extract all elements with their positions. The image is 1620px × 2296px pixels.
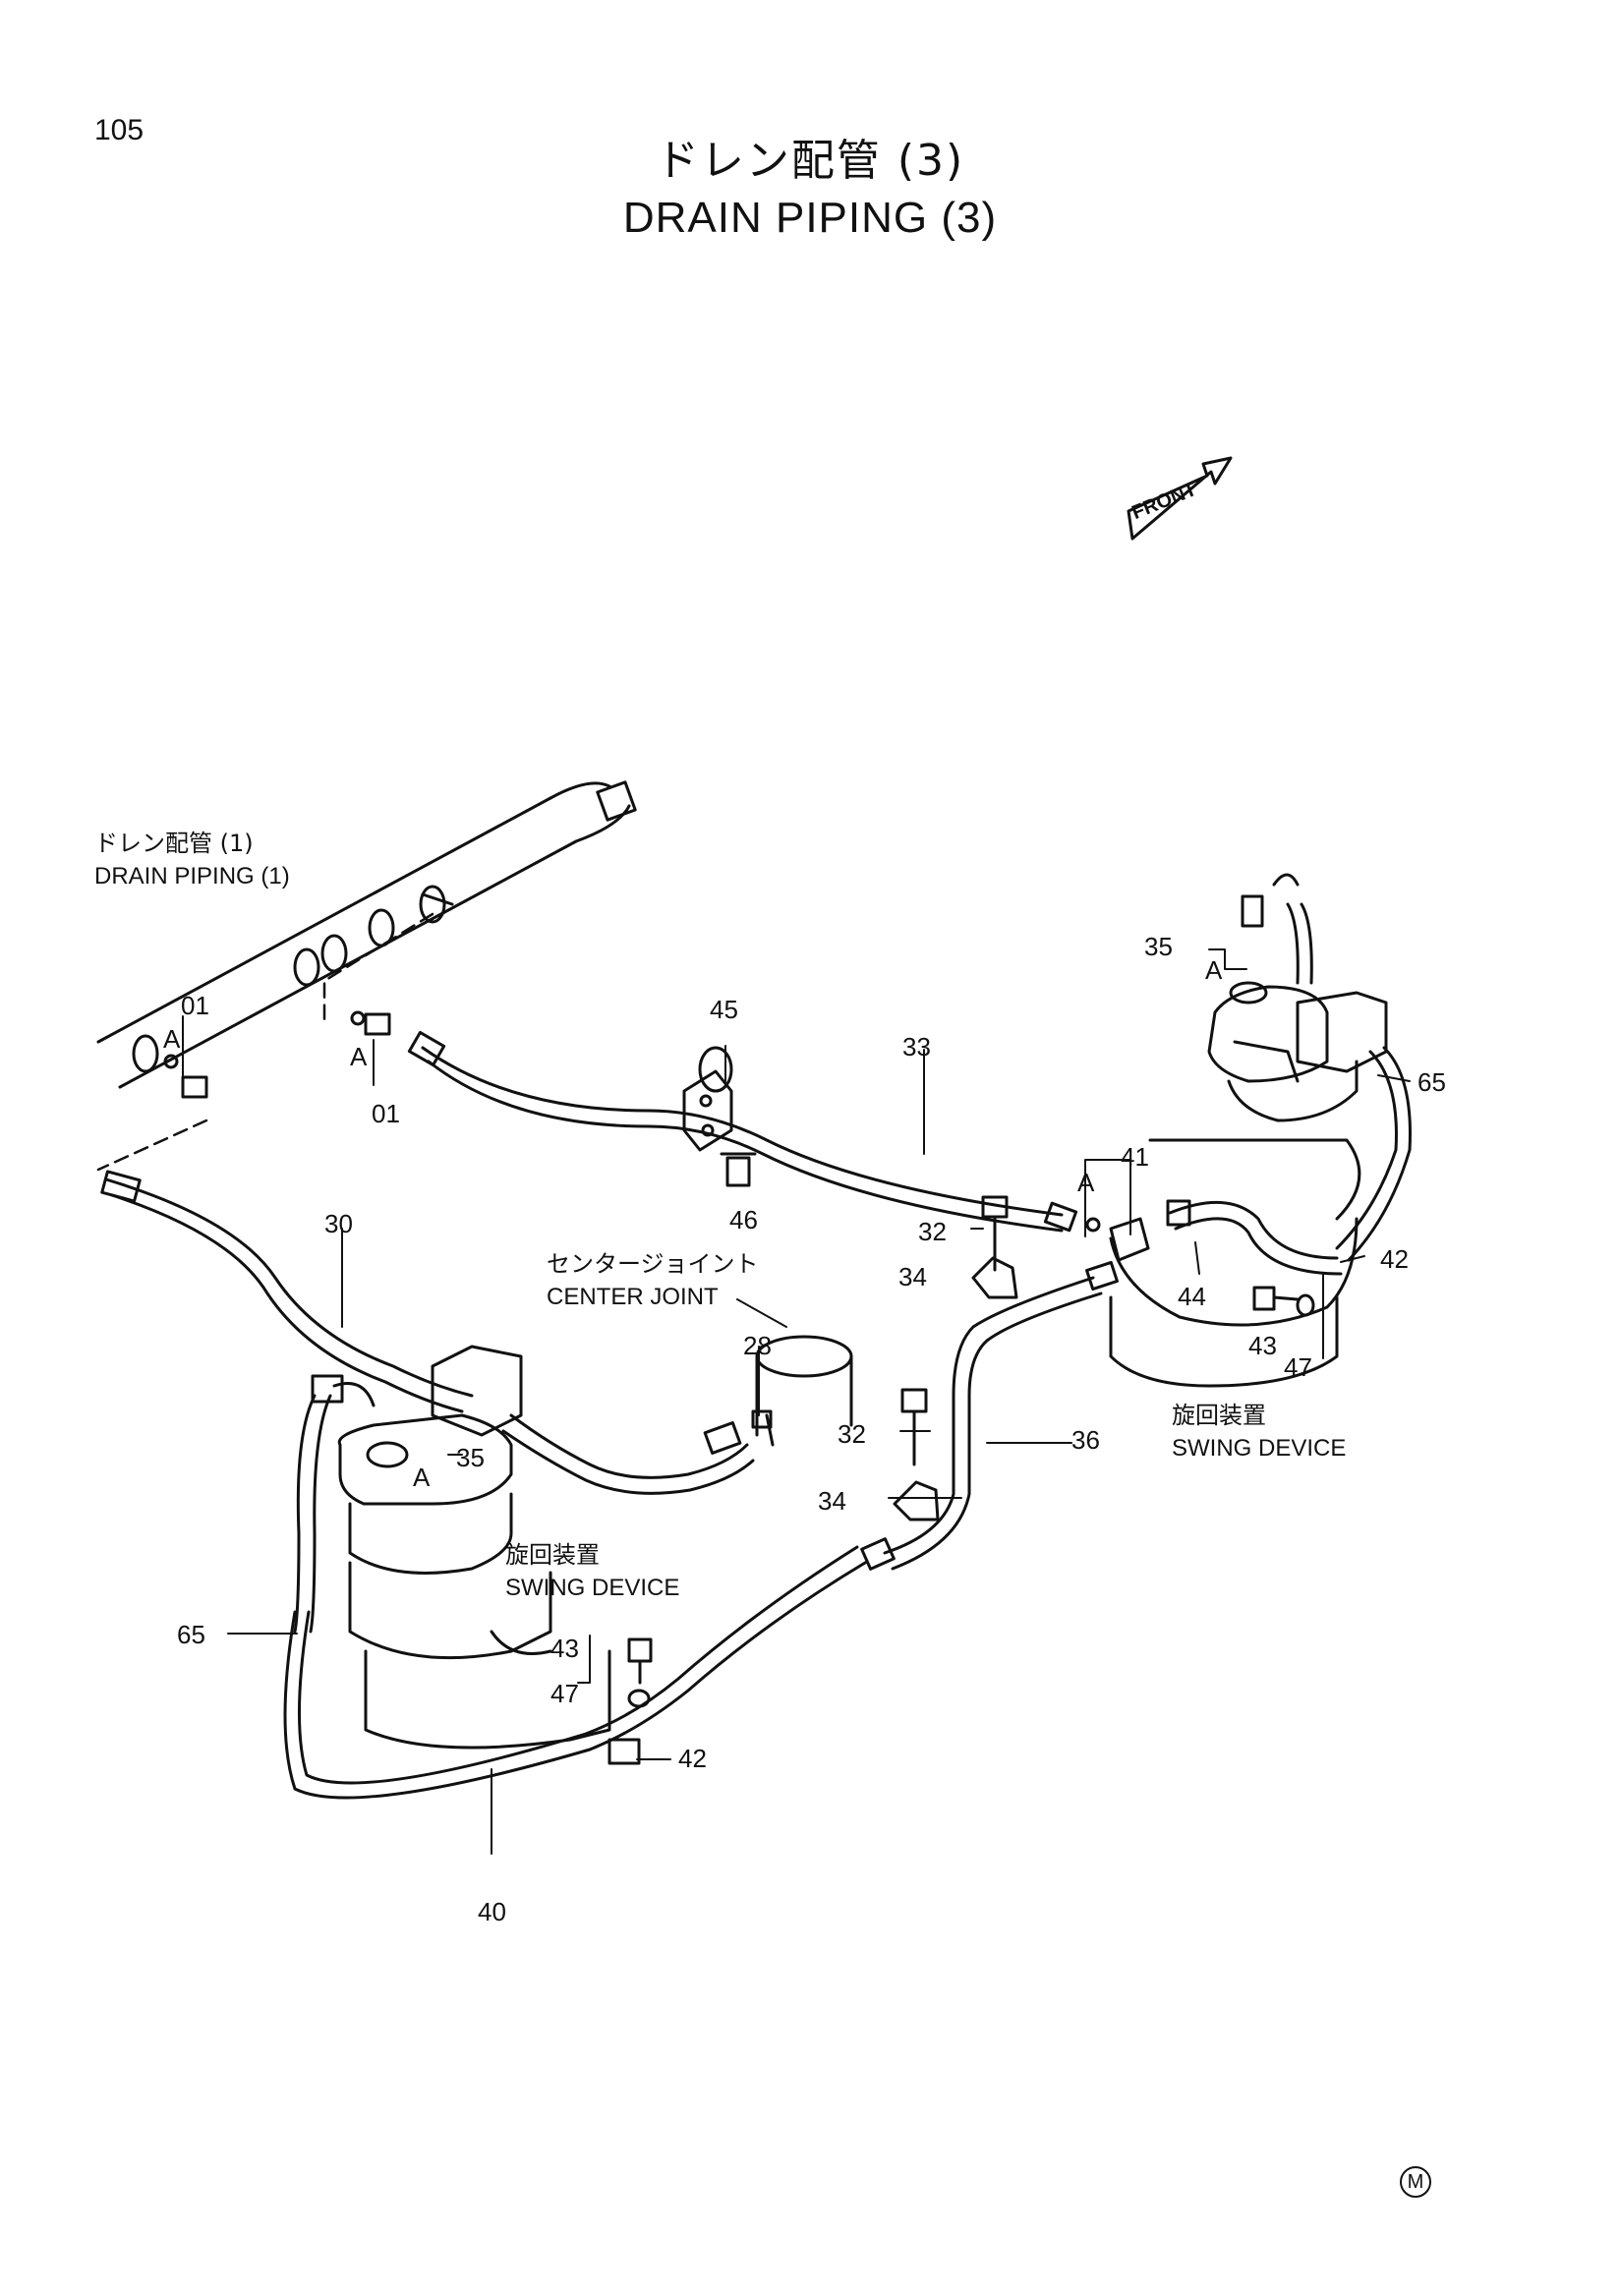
part-number-label: 47	[1284, 1352, 1312, 1382]
swing-device-right-label: SWING DEVICE	[1172, 1435, 1347, 1462]
swing-device-left-label: SWING DEVICE	[505, 1575, 680, 1601]
hose-65-right	[1241, 873, 1412, 1262]
part-number-label: 43	[550, 1634, 579, 1663]
fitting-01	[163, 1010, 391, 1099]
page-number: 105	[94, 114, 145, 146]
clamp-34-upper	[971, 1256, 1018, 1299]
part-number-label: 47	[550, 1679, 579, 1708]
part-number-label: 28	[743, 1331, 772, 1360]
washer-47-right	[1296, 1293, 1315, 1317]
part-number-label: 33	[902, 1032, 931, 1062]
hose-65-left	[293, 1374, 376, 1634]
pipe-36	[860, 1260, 1119, 1571]
clamp-45	[682, 1046, 733, 1152]
front-arrow-icon	[1127, 456, 1233, 541]
fitting-41	[1085, 1217, 1150, 1262]
washer-47-left	[627, 1689, 651, 1708]
view-marker-a: A	[163, 1024, 181, 1054]
part-number-label: 40	[478, 1897, 506, 1926]
part-number-label: 46	[729, 1205, 758, 1234]
view-marker-a: A	[350, 1042, 368, 1071]
part-number-label: 34	[818, 1486, 846, 1516]
drain-piping-1-label-jp: ドレン配管 (1)	[94, 830, 254, 857]
view-marker-a: A	[1077, 1168, 1095, 1197]
part-number-label: 41	[1121, 1142, 1149, 1172]
part-number-label: 01	[181, 991, 209, 1020]
part-number-label: 42	[1380, 1244, 1409, 1274]
clamp-34-lower	[893, 1480, 940, 1521]
swing-device-right-label-jp: 旋回装置	[1172, 1402, 1266, 1429]
part-number-label: 32	[918, 1217, 947, 1246]
part-number-label: 35	[456, 1443, 485, 1472]
pipe-44	[1166, 1199, 1343, 1276]
part-number-label: 30	[324, 1209, 353, 1238]
view-marker-a: A	[1205, 955, 1223, 985]
bolt-43-right	[1252, 1286, 1300, 1311]
part-number-label: 45	[710, 995, 738, 1024]
view-marker-a: A	[413, 1463, 431, 1492]
manufacturer-mark-icon: M	[1400, 2166, 1431, 2198]
pipe-33	[407, 1030, 1078, 1233]
center-joint	[751, 1335, 853, 1447]
bolt-43-left	[627, 1637, 653, 1685]
drain-pipe-1	[96, 780, 637, 1089]
bolt-32-upper	[981, 1195, 1009, 1272]
part-number-label: 65	[177, 1620, 205, 1649]
manufacturer-mark-text: M	[1407, 2171, 1424, 2193]
part-number-label: 43	[1248, 1331, 1277, 1360]
swing-device-right	[1109, 981, 1388, 1388]
swing-device-left-label-jp: 旋回装置	[505, 1541, 600, 1569]
page-title: DRAIN PIPING (3)	[622, 194, 998, 242]
page-title-japanese: ドレン配管 (3)	[655, 136, 965, 186]
part-number-label: 34	[898, 1262, 927, 1292]
part-number-label: 01	[372, 1099, 400, 1128]
part-number-label: 35	[1144, 932, 1173, 961]
pipe-30	[100, 1170, 755, 1495]
part-number-label: 36	[1071, 1425, 1100, 1455]
bolt-32-lower	[900, 1388, 928, 1466]
bolt-46	[720, 1152, 757, 1187]
part-number-label: 65	[1418, 1067, 1446, 1097]
drain-piping-1-label: DRAIN PIPING (1)	[94, 863, 290, 890]
center-joint-label-jp: センタージョイント	[547, 1250, 759, 1278]
center-joint-label: CENTER JOINT	[547, 1284, 719, 1310]
part-number-label: 32	[838, 1419, 866, 1449]
swing-device-left	[337, 1345, 611, 1750]
part-number-label: 44	[1178, 1282, 1206, 1311]
part-number-label: 42	[678, 1744, 707, 1773]
